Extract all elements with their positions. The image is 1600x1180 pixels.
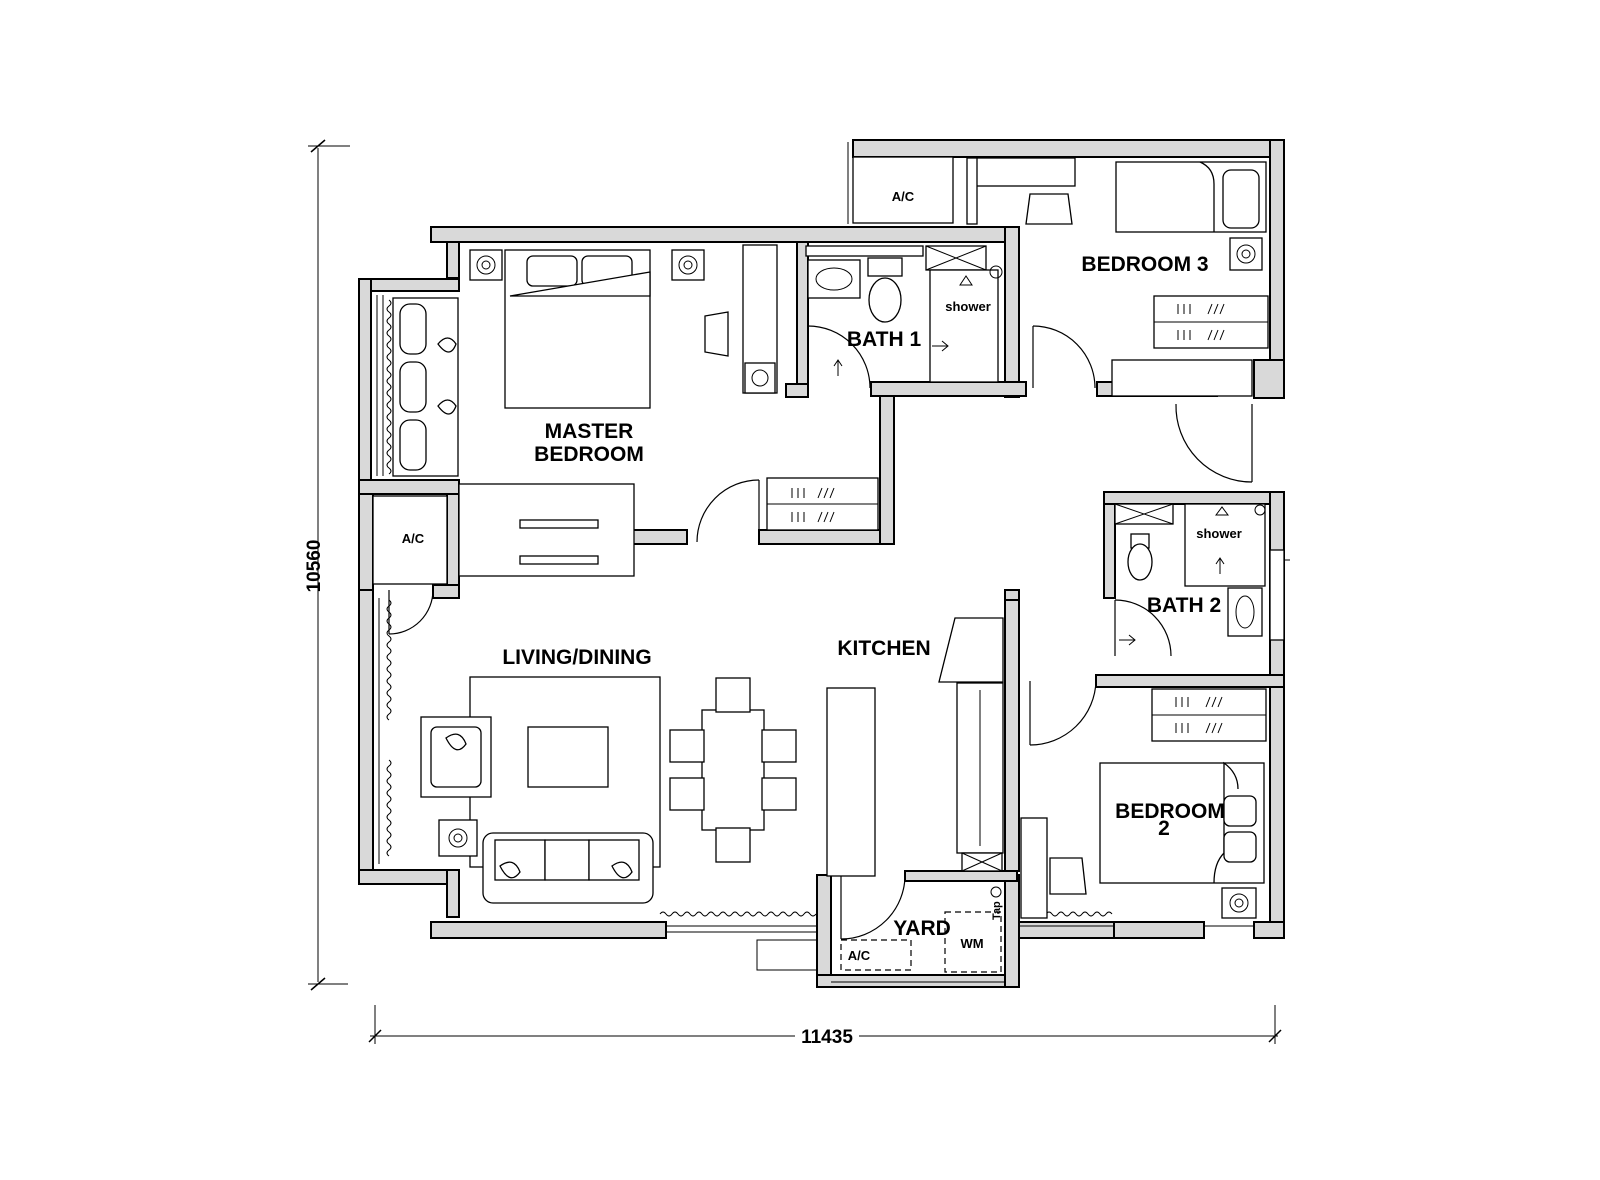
living-furniture — [420, 676, 661, 904]
kitchen-label: KITCHEN — [837, 637, 930, 660]
shower-bath2-label: shower — [1196, 526, 1242, 541]
dining-set — [669, 677, 797, 863]
doors — [388, 325, 1253, 940]
tap-label: Tap — [991, 901, 1003, 920]
master-dresser — [704, 244, 778, 394]
bath1-fixtures — [805, 245, 1003, 383]
bedroom-2-label-line1: BEDROOM — [1115, 800, 1225, 823]
yard-step — [756, 939, 818, 971]
height-dimension-label: 10560 — [304, 540, 325, 593]
bath2-fixtures — [1114, 503, 1266, 646]
master-wardrobe — [766, 477, 879, 531]
shower-bath1-label: shower — [945, 299, 991, 314]
ac-ledge-master: A/C — [372, 495, 448, 585]
living-dining-label: LIVING/DINING — [502, 646, 651, 669]
bedroom-2-label-line2: 2 — [1158, 817, 1170, 840]
master-nightstands — [469, 249, 705, 281]
bath-1-label: BATH 1 — [847, 328, 922, 351]
ac-yard-label: A/C — [848, 948, 871, 963]
master-bed — [504, 249, 651, 409]
ac-ledge-bedroom3: A/C — [852, 156, 954, 224]
master-bedroom-label-line2: BEDROOM — [534, 443, 644, 466]
kitchen-units — [826, 617, 1004, 877]
width-dimension-label: 11435 — [801, 1027, 853, 1048]
master-tv-unit — [458, 483, 635, 577]
bath-2-label: BATH 2 — [1147, 594, 1221, 617]
ac-master-label: A/C — [402, 531, 425, 546]
yard-label: YARD — [893, 917, 951, 940]
height-dimension: 10560 — [304, 139, 350, 991]
windows — [372, 142, 1290, 933]
width-dimension: 11435 — [368, 1005, 1282, 1048]
ac-bedroom3-label: A/C — [892, 189, 915, 204]
master-bedroom-label-line1: MASTER — [545, 420, 634, 443]
bedroom2-furniture — [1020, 688, 1267, 919]
washing-machine-label: WM — [960, 936, 983, 951]
yard-fixtures: WM A/C Tap — [831, 886, 1005, 983]
master-bay-seating — [392, 297, 459, 477]
bedroom3-furniture — [966, 157, 1269, 397]
bedroom-3-label: BEDROOM 3 — [1081, 253, 1208, 276]
